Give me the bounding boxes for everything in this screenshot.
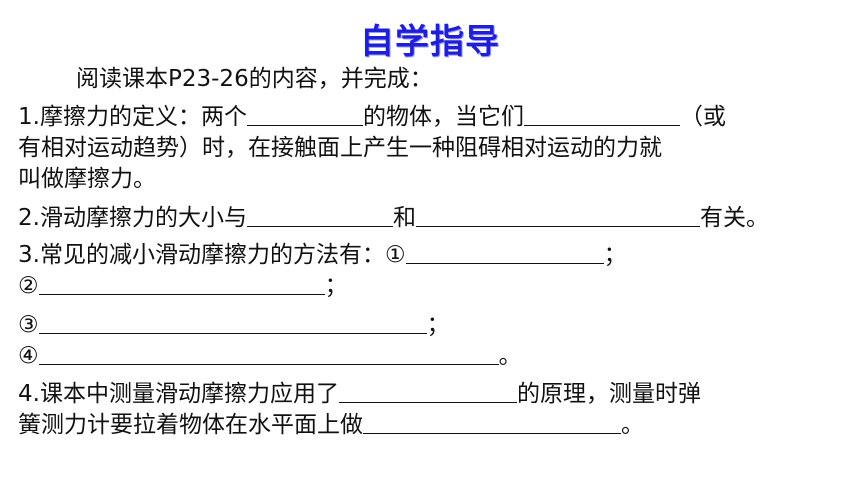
q3-end-3: ； (426, 312, 450, 338)
q4-blank-1[interactable] (338, 380, 517, 403)
q3-marker-2: ② (18, 273, 39, 299)
q3-end-1: ； (603, 242, 627, 268)
q1-blank-1[interactable] (246, 103, 363, 126)
q3-end-4: 。 (498, 343, 522, 369)
q3-blank-1[interactable] (405, 241, 604, 264)
q1-text-2: 的物体，当它们 (362, 104, 524, 130)
q3-text-1: 3.常见的减小滑动摩擦力的方法有：① (18, 242, 406, 268)
q4-text-2: 的原理，测量时弹 (516, 381, 701, 407)
q2-text-3: 有关。 (699, 205, 769, 231)
intro-text: 阅读课本P23-26的内容，并完成： (76, 66, 433, 92)
q3-end-2: ； (324, 273, 348, 299)
q3-blank-2[interactable] (38, 272, 325, 295)
q2-text-1: 2.滑动摩擦力的大小与 (18, 205, 247, 231)
q2-blank-2[interactable] (415, 204, 700, 227)
q3-marker-4: ④ (18, 343, 39, 369)
page-title: 自学指导 (360, 22, 500, 62)
q3-line-4: ④。 (18, 341, 522, 371)
q4-blank-2[interactable] (363, 411, 621, 434)
q4-text-1: 4.课本中测量滑动摩擦力应用了 (18, 381, 339, 407)
q3-line-3: ③； (18, 310, 450, 340)
q3-marker-3: ③ (18, 312, 39, 338)
q1-blank-2[interactable] (523, 103, 680, 126)
q1-line-2: 有相对运动趋势）时，在接触面上产生一种阻碍相对运动的力就 (18, 135, 662, 161)
q1-text-3: （或 (679, 104, 726, 130)
q4-line-2: 簧测力计要拉着物体在水平面上做 。 (18, 410, 644, 440)
q2-blank-1[interactable] (246, 204, 393, 227)
q3-line-1: 3.常见的减小滑动摩擦力的方法有：① ； (18, 240, 627, 270)
q4-line-1: 4.课本中测量滑动摩擦力应用了 的原理，测量时弹 (18, 379, 701, 409)
q2-text-2: 和 (392, 205, 416, 231)
q4-text-3: 簧测力计要拉着物体在水平面上做 (18, 412, 363, 438)
q2-line: 2.滑动摩擦力的大小与 和 有关。 (18, 203, 769, 233)
q3-line-2: ②； (18, 271, 348, 301)
q4-end: 。 (621, 412, 644, 438)
q1-text-1: 1.摩擦力的定义：两个 (18, 104, 247, 130)
q3-blank-4[interactable] (38, 342, 499, 365)
q3-blank-3[interactable] (38, 311, 427, 334)
q1-line-3: 叫做摩擦力。 (18, 166, 156, 192)
q1-line-1: 1.摩擦力的定义：两个 的物体，当它们 （或 (18, 102, 726, 132)
